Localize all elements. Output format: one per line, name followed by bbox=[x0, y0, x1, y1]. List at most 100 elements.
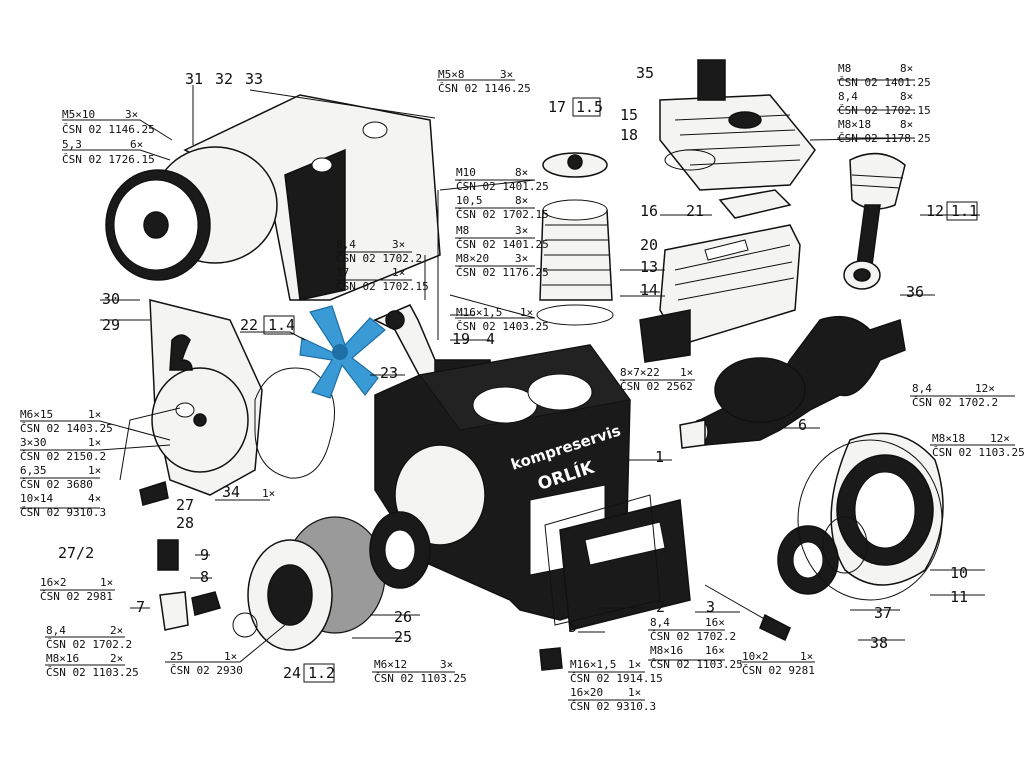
spec-8-4a: 8,4 bbox=[838, 90, 858, 103]
part-27: 27 bbox=[176, 496, 194, 514]
spec-csn1702c: ČSN 02 1702.2 bbox=[336, 252, 422, 265]
head-studs bbox=[424, 190, 439, 340]
part-23: 23 bbox=[380, 364, 398, 382]
spec-csn1176: ČSN 02 1176.25 bbox=[456, 266, 549, 279]
spec-m16a: M16×1,5 bbox=[456, 306, 502, 319]
spec-3x30: 3×30 bbox=[20, 436, 47, 449]
part-12-qty: 1.1 bbox=[951, 202, 978, 220]
bearing-housing bbox=[777, 432, 944, 601]
part-36: 36 bbox=[906, 283, 924, 301]
part-34: 34 bbox=[222, 483, 240, 501]
spec-csn9281: ČSN 02 9281 bbox=[742, 664, 815, 677]
part-15: 15 bbox=[620, 106, 638, 124]
spec-csn1726: ČSN 02 1726.15 bbox=[62, 153, 155, 166]
spec-csn1401b: ČSN 02 1401.25 bbox=[456, 180, 549, 193]
spec-m8x18b: M8×18 bbox=[932, 432, 965, 445]
spec-m8x20-qty: 3× bbox=[515, 252, 528, 265]
part-32: 32 bbox=[215, 70, 233, 88]
spec-m5x10-qty: 3× bbox=[125, 108, 138, 121]
spec-10x2-qty: 1× bbox=[800, 650, 813, 663]
spec-6-35: 6,35 bbox=[20, 464, 47, 477]
spec-csn1103c: ČSN 02 1103.25 bbox=[374, 672, 467, 685]
part-26: 26 bbox=[394, 608, 412, 626]
spec-10-5: 10,5 bbox=[456, 194, 483, 207]
side-cover bbox=[544, 494, 691, 631]
spec-m8x16a: M8×16 bbox=[46, 652, 79, 665]
spec-8-4c: 8,4 bbox=[912, 382, 932, 395]
spec-5-3: 5,3 bbox=[62, 138, 82, 151]
spec-8-4b: 8,4 bbox=[336, 238, 356, 251]
spec-labels: M5×10 3× ČSN 02 1146.25 5,3 6× ČSN 02 17… bbox=[20, 62, 1024, 713]
part-20: 20 bbox=[640, 236, 658, 254]
part-33: 33 bbox=[245, 70, 263, 88]
cylinder-head bbox=[659, 59, 816, 191]
spec-3x30-qty: 1× bbox=[88, 436, 101, 449]
v-belt bbox=[254, 367, 335, 479]
part-17-qty: 1.5 bbox=[576, 98, 603, 116]
part-9: 9 bbox=[200, 546, 209, 564]
part-11: 11 bbox=[950, 588, 968, 606]
spec-8-4b-qty: 3× bbox=[392, 238, 405, 251]
spec-m5x8: M5×8 bbox=[438, 68, 465, 81]
spec-m5x8-qty: 3× bbox=[500, 68, 513, 81]
part-13: 13 bbox=[640, 258, 658, 276]
part-22: 22 bbox=[240, 316, 258, 334]
spec-m6x15: M6×15 bbox=[20, 408, 53, 421]
part-1: 1 bbox=[655, 448, 664, 466]
spec-10-5-qty: 8× bbox=[515, 194, 528, 207]
spec-csn1103d: ČSN 02 1103.25 bbox=[650, 658, 743, 671]
spec-16x20-qty: 1× bbox=[628, 686, 641, 699]
part-5: 5 bbox=[568, 618, 577, 636]
part-34-qty: 1× bbox=[262, 487, 275, 500]
part-21: 21 bbox=[686, 202, 704, 220]
part-24-qty: 1.2 bbox=[308, 664, 335, 682]
spec-25: 25 bbox=[170, 650, 183, 663]
spec-8-4d: 8,4 bbox=[46, 624, 66, 637]
spec-17-qty: 1× bbox=[392, 266, 405, 279]
part-4: 4 bbox=[486, 330, 495, 348]
part-6: 6 bbox=[798, 416, 807, 434]
part-30: 30 bbox=[102, 290, 120, 308]
part-3: 3 bbox=[706, 598, 715, 616]
head-gasket bbox=[718, 189, 792, 219]
spec-m10: M10 bbox=[456, 166, 476, 179]
drain-plug bbox=[539, 647, 563, 671]
spec-m6x15-qty: 1× bbox=[88, 408, 101, 421]
spec-m8a-qty: 8× bbox=[900, 62, 913, 75]
spec-m8b-qty: 3× bbox=[515, 224, 528, 237]
spec-csn1403a: ČSN 02 1403.25 bbox=[456, 320, 549, 333]
part-16: 16 bbox=[640, 202, 658, 220]
spec-csn1702b: ČSN 02 1702.15 bbox=[456, 208, 549, 221]
spec-csn1702g: ČSN 02 1702.2 bbox=[650, 630, 736, 643]
spec-m6x12: M6×12 bbox=[374, 658, 407, 671]
spec-csn1146b: ČSN 02 1146.25 bbox=[438, 82, 531, 95]
part-37: 37 bbox=[874, 604, 892, 622]
part-19: 19 bbox=[452, 330, 470, 348]
spec-25-qty: 1× bbox=[224, 650, 237, 663]
spec-8-4e-qty: 16× bbox=[705, 616, 725, 629]
spec-m8x16a-qty: 2× bbox=[110, 652, 123, 665]
part-25: 25 bbox=[394, 628, 412, 646]
part-24: 24 bbox=[283, 664, 301, 682]
part-2: 2 bbox=[656, 598, 665, 616]
spec-17: 17 bbox=[336, 266, 349, 279]
part-31: 31 bbox=[185, 70, 203, 88]
spec-csn1702e: ČSN 02 1702.2 bbox=[912, 396, 998, 409]
spec-8x7x22: 8×7×22 bbox=[620, 366, 660, 379]
leader-lines bbox=[20, 79, 1015, 701]
part-14: 14 bbox=[640, 281, 658, 299]
spec-csn1702d: ČSN 02 1702.15 bbox=[336, 280, 429, 293]
part-35: 35 bbox=[636, 64, 654, 82]
part-22-qty: 1.4 bbox=[268, 316, 295, 334]
spec-10x2: 10×2 bbox=[742, 650, 769, 663]
spec-csn1103a: ČSN 02 1103.25 bbox=[932, 446, 1024, 459]
fan-shroud bbox=[105, 94, 441, 301]
fan-blade-highlighted bbox=[299, 305, 386, 399]
part-7: 7 bbox=[136, 598, 145, 616]
spec-m8x18b-qty: 12× bbox=[990, 432, 1010, 445]
spec-m10-qty: 8× bbox=[515, 166, 528, 179]
spec-8-4e: 8,4 bbox=[650, 616, 670, 629]
part-28: 28 bbox=[176, 514, 194, 532]
crankshaft bbox=[679, 315, 906, 449]
spec-csn1702a: ČSN 02 1702.15 bbox=[838, 104, 931, 117]
